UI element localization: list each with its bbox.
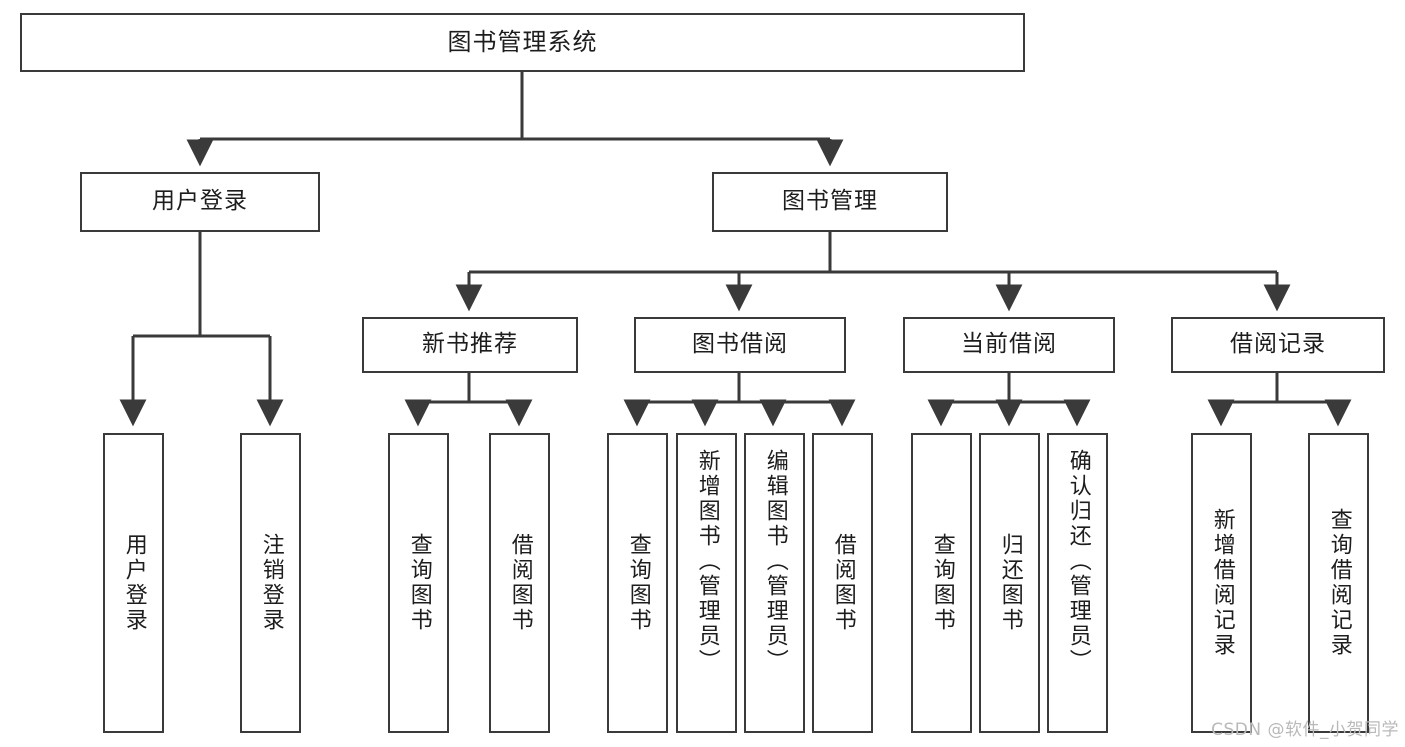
node-label: 借阅记录 bbox=[1230, 331, 1326, 358]
node-label: 编辑图书（管理员） bbox=[762, 449, 788, 674]
leaf-logout[interactable]: 注销登录 bbox=[240, 433, 301, 733]
node-current-borrow[interactable]: 当前借阅 bbox=[903, 317, 1115, 373]
node-label: 确认归还（管理员） bbox=[1065, 449, 1091, 674]
leaf-edit-book-admin[interactable]: 编辑图书（管理员） bbox=[744, 433, 805, 733]
node-label: 用户登录 bbox=[121, 533, 147, 633]
node-label: 借阅图书 bbox=[830, 533, 856, 633]
node-label: 注销登录 bbox=[258, 533, 284, 633]
leaf-user-login[interactable]: 用户登录 bbox=[103, 433, 164, 733]
leaf-confirm-return-admin[interactable]: 确认归还（管理员） bbox=[1047, 433, 1108, 733]
node-label: 图书管理 bbox=[782, 188, 878, 215]
leaf-query-borrow-record[interactable]: 查询借阅记录 bbox=[1308, 433, 1369, 733]
node-book-management[interactable]: 图书管理 bbox=[712, 172, 948, 232]
leaf-borrow-book-2[interactable]: 借阅图书 bbox=[812, 433, 873, 733]
node-label: 借阅图书 bbox=[507, 533, 533, 633]
node-label: 查询图书 bbox=[625, 533, 651, 633]
node-user-login[interactable]: 用户登录 bbox=[80, 172, 320, 232]
node-label: 图书管理系统 bbox=[447, 28, 598, 57]
node-label: 用户登录 bbox=[152, 188, 248, 215]
leaf-return-book[interactable]: 归还图书 bbox=[979, 433, 1040, 733]
node-label: 新书推荐 bbox=[422, 331, 518, 358]
node-label: 新增借阅记录 bbox=[1209, 508, 1235, 658]
leaf-borrow-book-1[interactable]: 借阅图书 bbox=[489, 433, 550, 733]
leaf-add-borrow-record[interactable]: 新增借阅记录 bbox=[1191, 433, 1252, 733]
node-new-book-recommend[interactable]: 新书推荐 bbox=[362, 317, 578, 373]
node-book-borrow[interactable]: 图书借阅 bbox=[634, 317, 846, 373]
node-label: 归还图书 bbox=[997, 533, 1023, 633]
node-label: 查询借阅记录 bbox=[1326, 508, 1352, 658]
leaf-query-book-2[interactable]: 查询图书 bbox=[607, 433, 668, 733]
node-label: 查询图书 bbox=[929, 533, 955, 633]
leaf-query-book-3[interactable]: 查询图书 bbox=[911, 433, 972, 733]
node-label: 新增图书（管理员） bbox=[694, 449, 720, 674]
node-label: 当前借阅 bbox=[961, 331, 1057, 358]
leaf-query-book-1[interactable]: 查询图书 bbox=[388, 433, 449, 733]
watermark-text: CSDN @软件_小贺同学 bbox=[1211, 720, 1399, 740]
node-label: 图书借阅 bbox=[692, 331, 788, 358]
node-root-system[interactable]: 图书管理系统 bbox=[20, 13, 1025, 72]
leaf-add-book-admin[interactable]: 新增图书（管理员） bbox=[676, 433, 737, 733]
node-label: 查询图书 bbox=[406, 533, 432, 633]
node-borrow-record[interactable]: 借阅记录 bbox=[1171, 317, 1385, 373]
